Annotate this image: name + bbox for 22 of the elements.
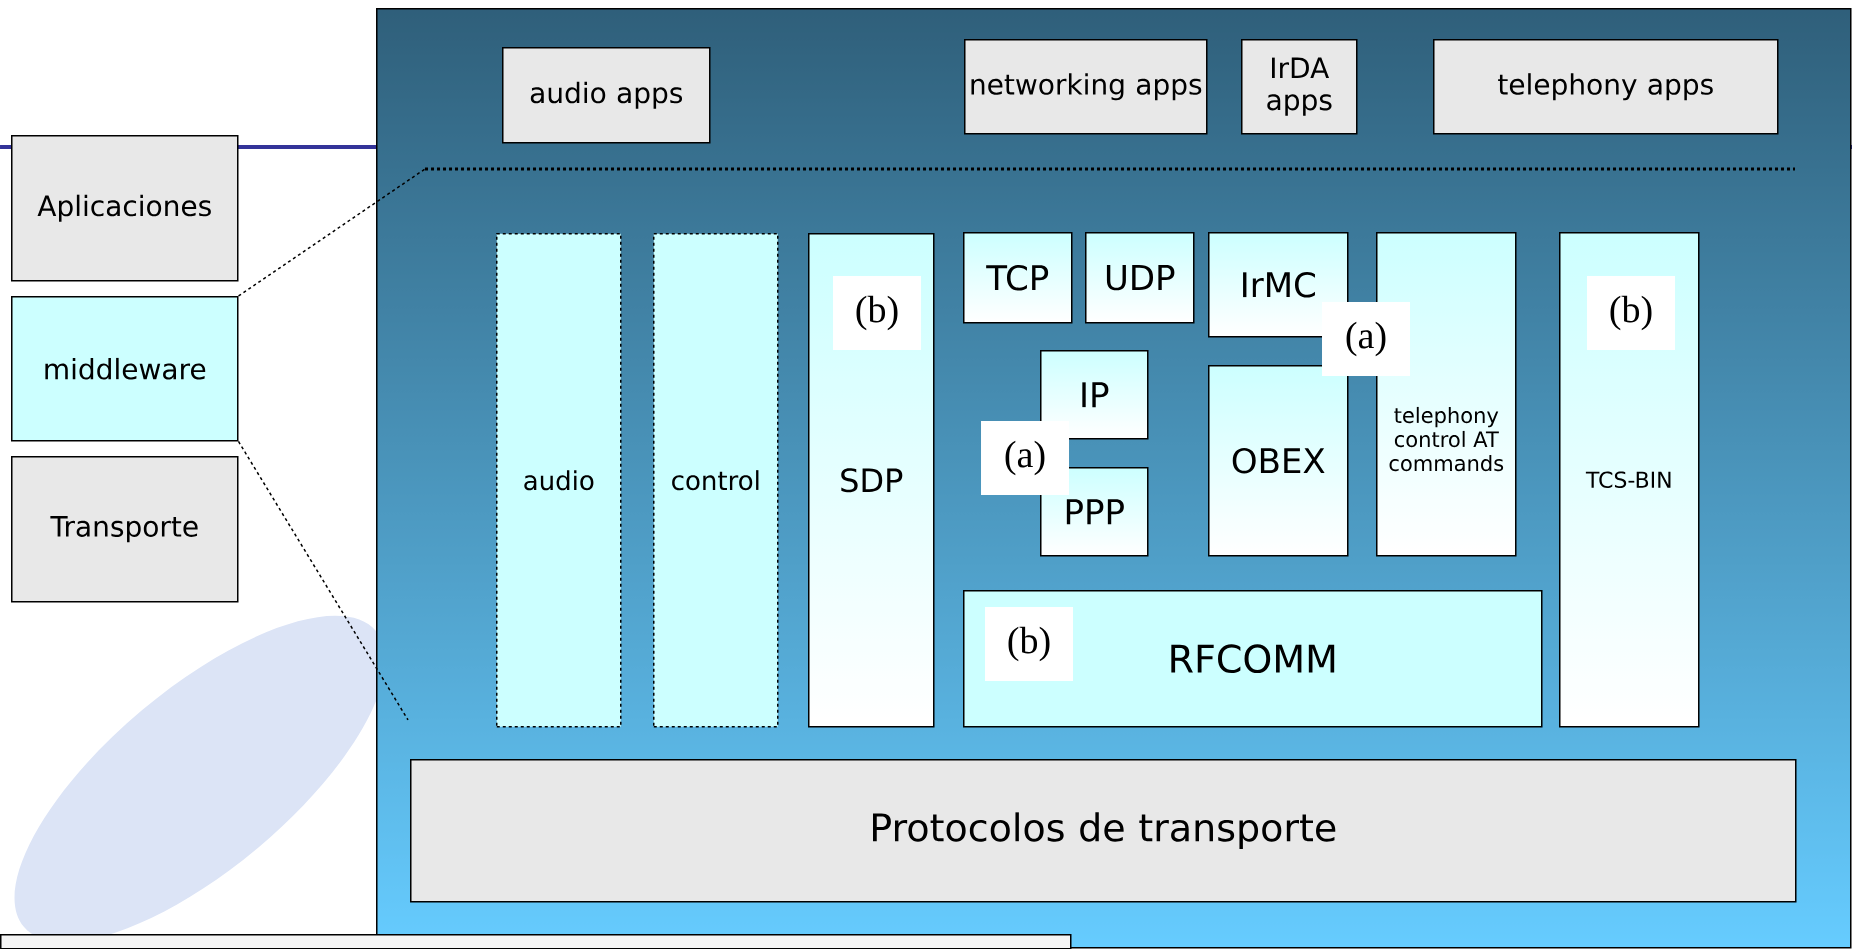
layer-box: OBEX xyxy=(1208,365,1349,557)
layer-box: UDP xyxy=(1085,232,1195,324)
layer-box: control xyxy=(653,233,779,728)
layer-box: telephony apps xyxy=(1433,39,1779,135)
layer-box: IP xyxy=(1040,350,1149,440)
callout-label: (b) xyxy=(1587,276,1675,350)
callout-label: (a) xyxy=(1322,302,1410,376)
layer-box: Aplicaciones xyxy=(11,135,239,282)
layer-box: audio xyxy=(496,233,622,728)
layer-box: audio apps xyxy=(502,47,711,144)
callout-label: (b) xyxy=(833,276,921,350)
callout-label: (a) xyxy=(981,421,1069,495)
zoom-line xyxy=(237,440,409,721)
callout-label: (b) xyxy=(985,607,1073,681)
layer-box: Transporte xyxy=(11,456,239,603)
layer-box: IrDA apps xyxy=(1241,39,1358,135)
layer-box: TCP xyxy=(963,232,1073,324)
zoom-line xyxy=(237,168,426,297)
layer-box: networking apps xyxy=(964,39,1208,135)
empty-box xyxy=(0,934,1072,949)
layer-box: Protocolos de transporte xyxy=(410,759,1797,903)
layer-box: middleware xyxy=(11,296,239,442)
